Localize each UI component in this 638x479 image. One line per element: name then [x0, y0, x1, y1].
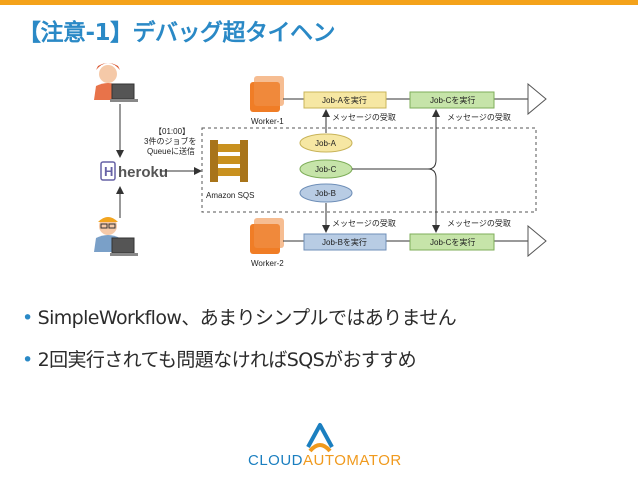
- bullet-dot: •: [22, 349, 33, 371]
- lane-2-receive-label-2: メッセージの受取: [447, 218, 511, 228]
- lane-2-job-b-label: Job-Bを実行: [322, 237, 367, 247]
- lane-1-job-a-label: Job-Aを実行: [322, 95, 367, 105]
- receive-arrow-c-down: [427, 168, 440, 233]
- queue-job-b: [299, 183, 353, 203]
- heroku-label: heroku: [118, 164, 168, 181]
- lane-1-job-c-box: [409, 91, 495, 109]
- worker-1-label: Worker-1: [251, 117, 284, 126]
- slide-title: 【注意-1】デバッグ超タイヘン: [18, 20, 336, 46]
- sqs-dashed-region: [201, 127, 537, 213]
- note-line-3: Queueに送信: [147, 146, 195, 156]
- worker-2-label: Worker-2: [251, 259, 284, 268]
- lane-2-job-c-label: Job-Cを実行: [430, 237, 475, 247]
- architecture-diagram: H heroku 【01:00】 3件のジョブを Queueに送信 Amazon…: [94, 63, 547, 268]
- worker-1-icon: [250, 76, 284, 112]
- cloudautomator-logo-mark: [306, 423, 334, 453]
- queue-job-a-label: Job-A: [315, 139, 337, 148]
- logo-text-cloud: CLOUD: [248, 452, 304, 469]
- worker-2-icon: [250, 218, 284, 254]
- note-line-2: 3件のジョブを: [144, 136, 196, 146]
- bullet-2-text: 2回実行されても問題なければSQSがおすすめ: [37, 349, 417, 371]
- logo-text-automator: AUTOMATOR: [303, 452, 402, 469]
- queue-job-b-label: Job-B: [315, 189, 336, 198]
- heroku-icon-letter: H: [104, 164, 113, 179]
- top-accent-bar: [0, 0, 638, 5]
- note-line-1: 【01:00】: [154, 127, 190, 136]
- lane-1-receive-label-2: メッセージの受取: [447, 112, 511, 122]
- heroku-logo: H heroku: [100, 161, 168, 181]
- lane-1-job-c-label: Job-Cを実行: [430, 95, 475, 105]
- bullet-1-text: SimpleWorkflow、あまりシンプルではありません: [37, 307, 457, 329]
- cloudautomator-logo-text: CLOUDAUTOMATOR: [248, 452, 402, 469]
- lane-1-job-a-box: [303, 91, 387, 109]
- bullet-1: •SimpleWorkflow、あまりシンプルではありません: [22, 303, 457, 330]
- user-top-icon: [94, 63, 138, 102]
- lane-2-job-b-box: [303, 233, 387, 251]
- lane-1-receive-label-1: メッセージの受取: [332, 112, 396, 122]
- user-bottom-icon: [94, 217, 138, 256]
- lane-2-receive-label-1: メッセージの受取: [332, 218, 396, 228]
- queue-job-c-label: Job-C: [315, 165, 337, 174]
- sqs-icon: [210, 140, 248, 182]
- queue-job-a: [299, 133, 353, 153]
- lane-2-job-c-box: [409, 233, 495, 251]
- lane-1-arrowhead: [527, 82, 547, 116]
- lane-2-arrowhead: [527, 224, 547, 258]
- sqs-label: Amazon SQS: [206, 191, 254, 200]
- bullet-dot: •: [22, 307, 33, 329]
- bullet-2: •2回実行されても問題なければSQSがおすすめ: [22, 345, 417, 372]
